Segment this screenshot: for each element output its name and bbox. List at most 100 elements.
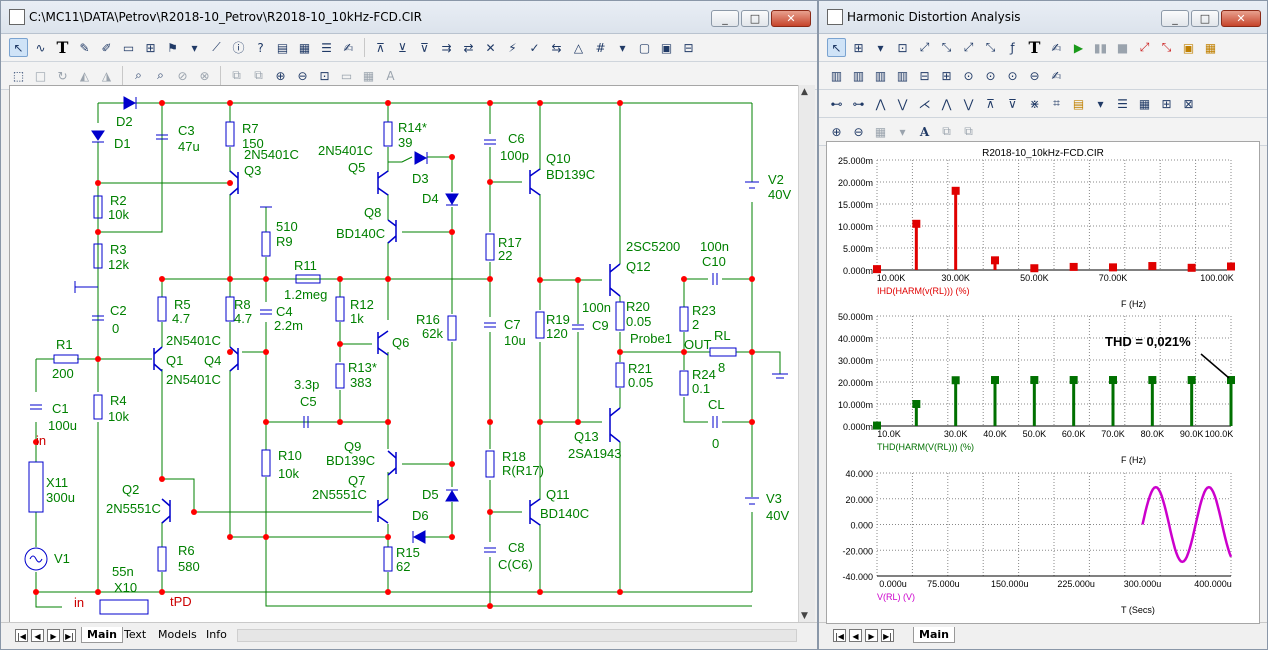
zoom-box-icon[interactable]: ⊡ xyxy=(897,40,908,55)
component-icon[interactable]: ⊞ xyxy=(145,40,156,55)
fft-icon[interactable]: ⤢ xyxy=(1139,40,1150,54)
zoom-fit-icon[interactable]: ⊡ xyxy=(319,68,330,83)
info-mode-icon[interactable]: ✐ xyxy=(101,40,112,55)
analysis-last-button[interactable]: ▶| xyxy=(881,629,894,642)
next-page-button[interactable]: ▶ xyxy=(47,629,60,642)
scale-y-icon[interactable]: ⤢ xyxy=(963,40,974,54)
inflect-icon[interactable]: ⋌ xyxy=(918,96,931,111)
maximize-button[interactable]: □ xyxy=(741,10,769,27)
probe-icon[interactable]: ⇆ xyxy=(551,40,562,55)
last-page-button[interactable]: ▶| xyxy=(63,629,76,642)
analysis-tile-icon[interactable]: ▦ xyxy=(874,124,887,139)
pin-icon[interactable]: ⊼ xyxy=(376,40,385,55)
schematic-horizontal-scrollbar[interactable] xyxy=(237,629,797,642)
lightning-icon[interactable]: ⚡ xyxy=(508,40,517,55)
grid2-icon[interactable]: ▦ xyxy=(1204,40,1217,55)
close-button[interactable]: ✕ xyxy=(771,10,811,27)
analysis-tab-main[interactable]: Main xyxy=(913,627,955,643)
analysis-first-button[interactable]: |◀ xyxy=(833,629,846,642)
analysis-titlebar[interactable]: Harmonic Distortion Analysis _ □ ✕ xyxy=(819,1,1267,34)
scale-icon[interactable]: ⤢ xyxy=(919,40,930,54)
cursor-1-icon[interactable]: ⊙ xyxy=(963,68,974,83)
analysis-dropdown-icon[interactable]: ▾ xyxy=(877,40,884,55)
current-icon[interactable]: ⇉ xyxy=(441,40,452,55)
properties-icon[interactable]: ▤ xyxy=(276,40,289,55)
find-next-icon[interactable]: ⌕ xyxy=(157,68,164,82)
properties2-icon[interactable]: ⊟ xyxy=(683,40,694,55)
window-icon[interactable]: ▣ xyxy=(1182,40,1195,55)
pen-icon[interactable]: ✎ xyxy=(79,40,90,55)
analysis-maximize-button[interactable]: □ xyxy=(1191,10,1219,27)
numeric-icon[interactable]: ☰ xyxy=(1117,96,1128,111)
main-titlebar[interactable]: C:\MC11\DATA\Petrov\R2018-10_Petrov\R201… xyxy=(1,1,817,34)
help-icon[interactable]: ? xyxy=(257,40,264,55)
fft2-icon[interactable]: ⤡ xyxy=(1161,40,1172,54)
analysis-component-icon[interactable]: ⊞ xyxy=(853,40,864,55)
dropdown2-icon[interactable]: ▾ xyxy=(619,40,626,55)
plot-5-icon[interactable]: ⊟ xyxy=(919,68,930,83)
slope-icon[interactable]: ⋇ xyxy=(1029,96,1040,111)
analysis-minimize-button[interactable]: _ xyxy=(1161,10,1189,27)
clipboard-icon[interactable]: ▤ xyxy=(1072,96,1085,111)
list-icon[interactable]: ☰ xyxy=(321,40,332,55)
analysis-dropdown3-icon[interactable]: ▾ xyxy=(899,124,906,139)
analysis-zoom-in-icon[interactable]: ⊕ xyxy=(831,124,842,139)
table-icon[interactable]: ▦ xyxy=(1138,96,1151,111)
tab-models[interactable]: Models xyxy=(158,628,197,641)
stop-run-icon[interactable]: ■ xyxy=(1116,40,1129,55)
cursor-4-icon[interactable]: ⊖ xyxy=(1029,68,1040,83)
function-icon[interactable]: ƒ xyxy=(1010,40,1015,55)
scale-fit-icon[interactable]: ⤡ xyxy=(985,40,996,54)
tab-info[interactable]: Info xyxy=(206,628,227,641)
schematic-canvas[interactable]: D2 C3 47u D1 R7 150 2N5401C Q3 R14* 39 2… xyxy=(9,85,801,625)
delete-icon[interactable]: ⊗ xyxy=(199,68,210,83)
page-icon[interactable]: ▢ xyxy=(638,40,651,55)
zoom-out-icon[interactable]: ⊖ xyxy=(297,68,308,83)
text-mode-icon[interactable]: T xyxy=(56,38,69,57)
paste-icon[interactable]: ⧉ xyxy=(254,68,263,82)
plot-4-icon[interactable]: ▥ xyxy=(896,68,909,83)
tile-icon[interactable]: ▦ xyxy=(362,68,375,83)
dropdown-icon[interactable]: ▾ xyxy=(191,40,198,55)
find-icon[interactable]: ⌕ xyxy=(135,68,142,82)
plot-6-icon[interactable]: ⊞ xyxy=(941,68,952,83)
scale-x-icon[interactable]: ⤡ xyxy=(941,40,952,54)
pause-icon[interactable]: ▮▮ xyxy=(1093,40,1108,55)
info-icon[interactable]: ⓘ xyxy=(232,41,245,55)
analysis-close-button[interactable]: ✕ xyxy=(1221,10,1261,27)
node-numbers-icon[interactable]: ⊻ xyxy=(398,40,407,55)
low-icon[interactable]: ⋁ xyxy=(897,96,908,111)
analysis-zoom-out-icon[interactable]: ⊖ xyxy=(853,124,864,139)
analysis-copy-icon[interactable]: ⧉ xyxy=(942,124,951,138)
run-icon[interactable]: ▶ xyxy=(1073,40,1084,55)
analysis-properties-icon[interactable]: ✍ xyxy=(1051,40,1062,55)
page2-icon[interactable]: ▣ xyxy=(660,40,673,55)
schematic-vertical-scrollbar[interactable]: ▲ ▼ xyxy=(798,85,815,623)
power-icon[interactable]: ⇄ xyxy=(463,40,474,55)
global-low-icon[interactable]: ⋁ xyxy=(963,96,974,111)
mirror-icon[interactable]: ◭ xyxy=(79,68,90,83)
node-voltage-icon[interactable]: ⊽ xyxy=(420,40,429,55)
wire-mode-icon[interactable]: ∿ xyxy=(35,40,46,55)
tab-text[interactable]: Text xyxy=(124,628,147,641)
analysis-next-button[interactable]: ▶ xyxy=(865,629,878,642)
tab-main[interactable]: Main xyxy=(81,627,123,643)
check-icon[interactable]: ✓ xyxy=(529,40,540,55)
bus-icon[interactable]: ▭ xyxy=(122,40,135,55)
monitor-icon[interactable]: ▭ xyxy=(340,68,353,83)
copy-icon[interactable]: ⧉ xyxy=(232,68,241,82)
flag-icon[interactable]: ⚑ xyxy=(167,40,178,55)
warning-icon[interactable]: △ xyxy=(573,40,584,55)
top-icon[interactable]: ⊼ xyxy=(986,96,995,111)
analysis-select-icon[interactable]: ↖ xyxy=(827,38,846,57)
analysis-text-icon[interactable]: T xyxy=(1028,38,1041,57)
valley-icon[interactable]: ⊶ xyxy=(852,96,865,111)
analysis-prev-button[interactable]: ◀ xyxy=(849,629,862,642)
split-icon[interactable]: ⊠ xyxy=(1183,96,1194,111)
minimize-button[interactable]: _ xyxy=(711,10,739,27)
rotate-icon[interactable]: ↻ xyxy=(57,68,68,83)
high-icon[interactable]: ⋀ xyxy=(875,96,886,111)
plot-1-icon[interactable]: ▥ xyxy=(830,68,843,83)
plot-3-icon[interactable]: ▥ xyxy=(874,68,887,83)
select-mode-icon[interactable]: ↖ xyxy=(9,38,28,57)
